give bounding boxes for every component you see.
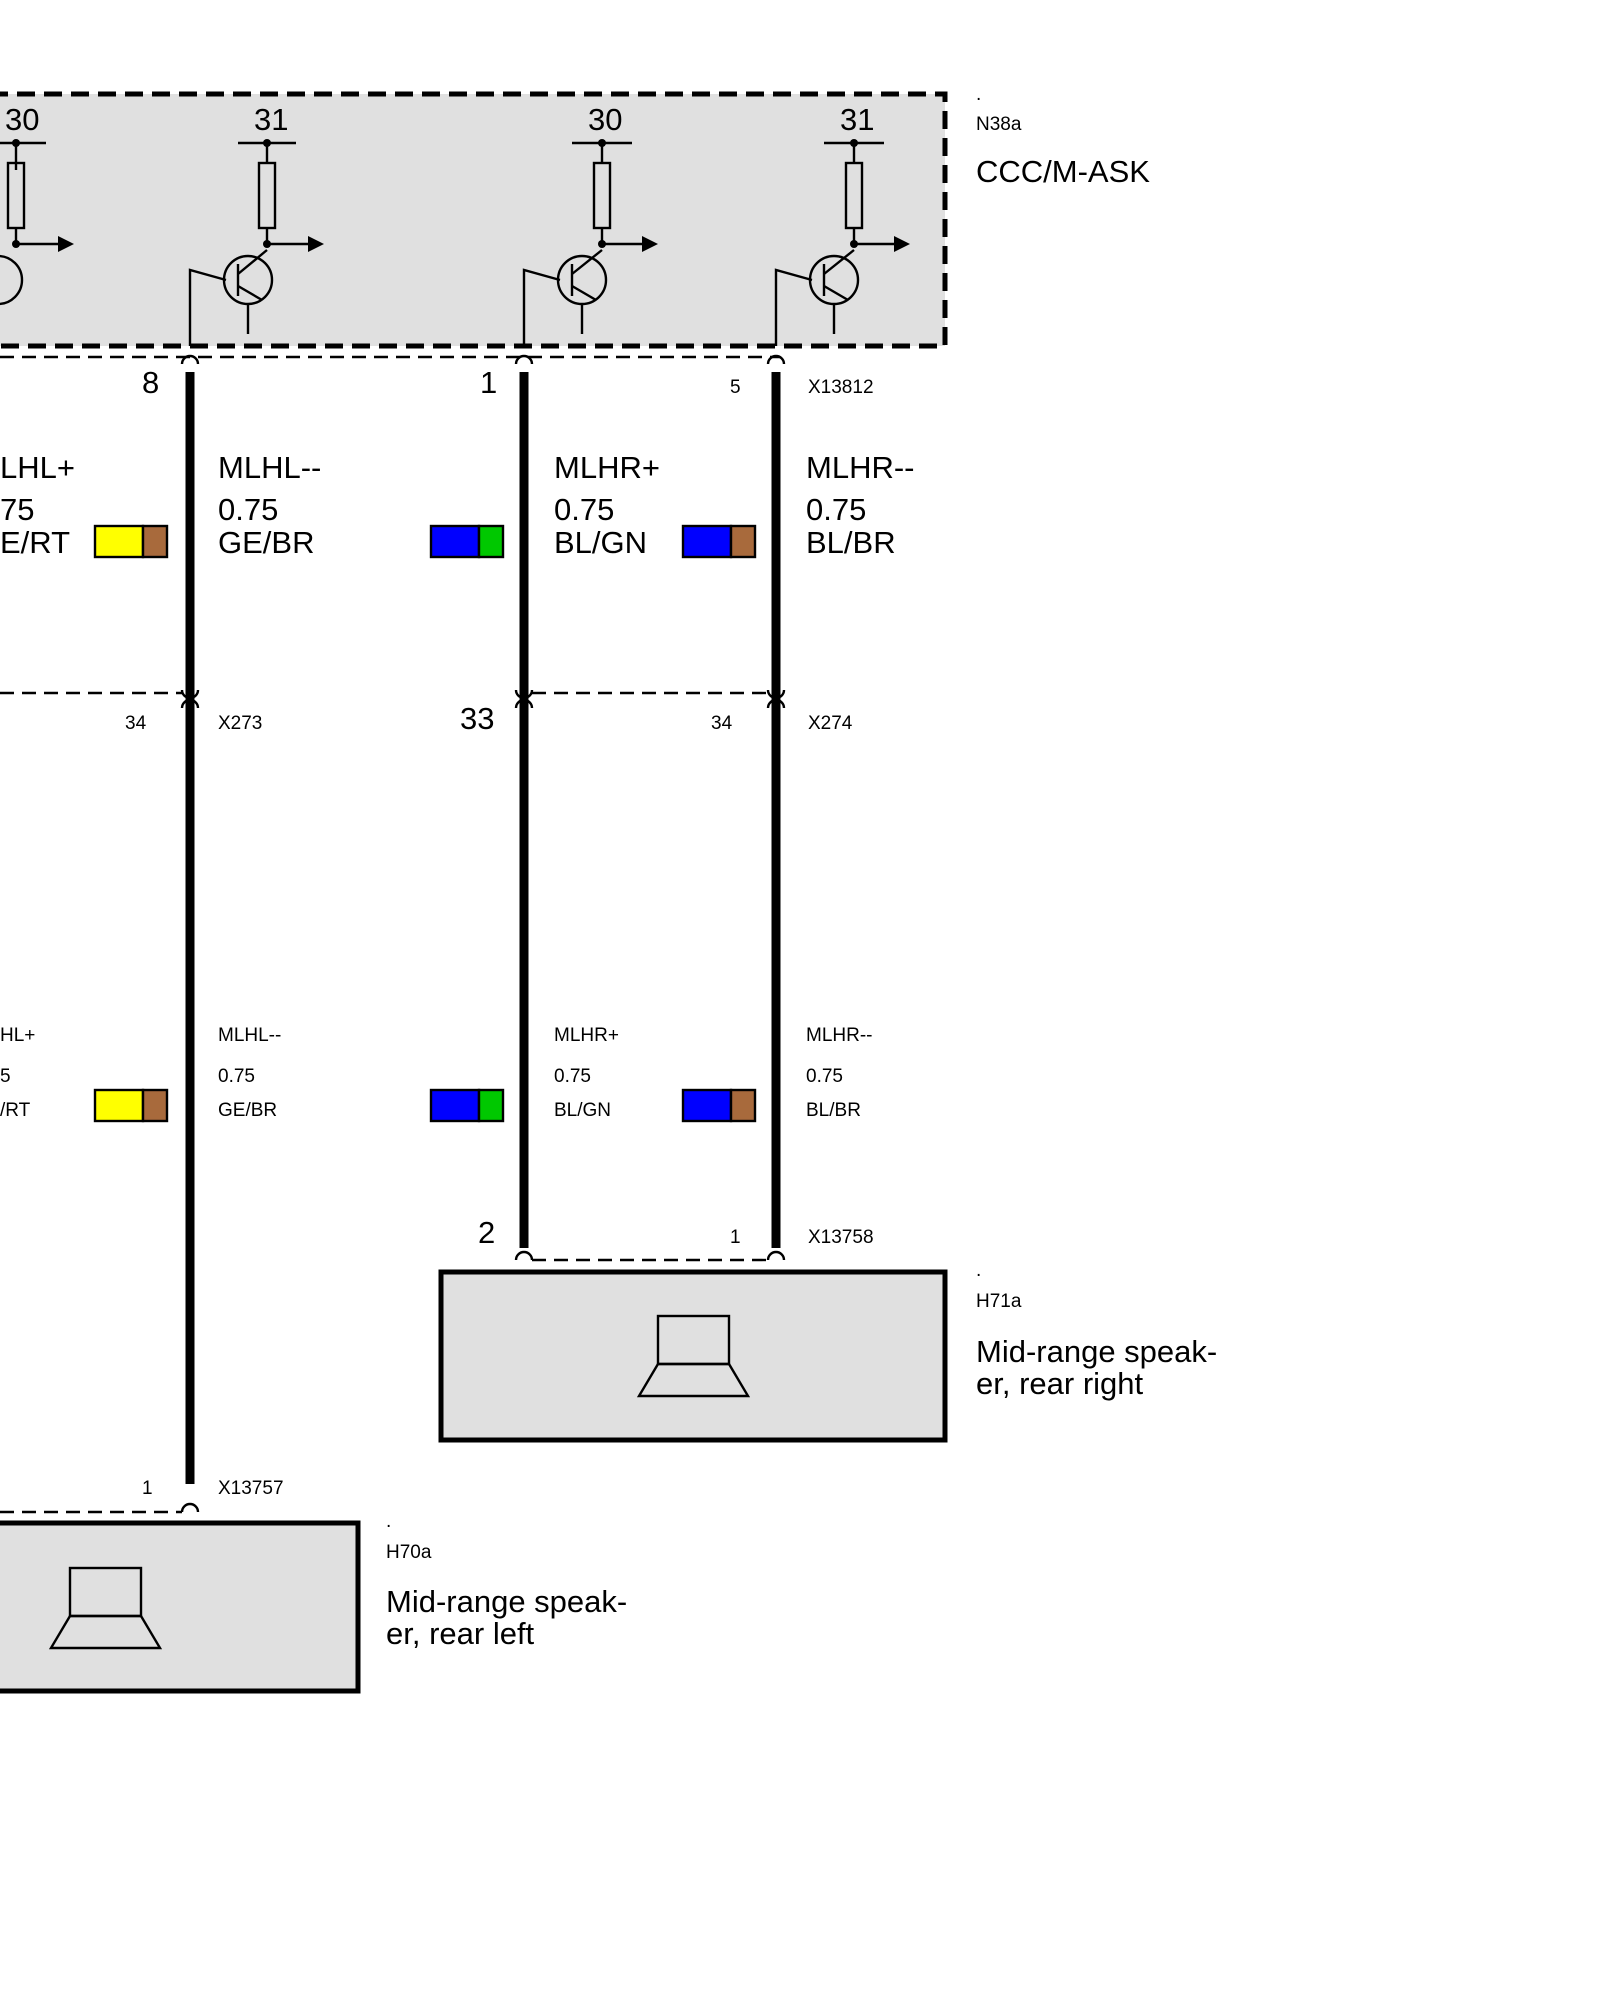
connector-x13757: 1 X13757 xyxy=(0,1478,284,1514)
n38a-dot: . xyxy=(976,84,981,105)
n38a-pin-2-label: 31 xyxy=(254,102,288,137)
upper-wire-4-signal: MLHR-- xyxy=(806,450,915,485)
lower-wire-labels: HL+ 5 /RT MLHL-- 0.75 GE/BR MLHR+ 0.75 B… xyxy=(0,1025,873,1123)
x13758-pin-2: 2 xyxy=(478,1215,495,1250)
x13812-pin-1: 1 xyxy=(480,365,497,400)
output-stage-2: 31 xyxy=(188,102,324,346)
upper-wire-1-code: E/RT xyxy=(0,525,70,560)
n38a-id: N38a xyxy=(976,114,1022,135)
lower-swatch-bl-br-b xyxy=(729,1088,757,1123)
h71a-dot: . xyxy=(976,1260,981,1281)
n38a-pin-3-label: 30 xyxy=(588,102,622,137)
n38a-pin-1-label: 30 xyxy=(5,102,39,137)
upper-wire-2-signal: MLHL-- xyxy=(218,450,321,485)
lower-wire-1-code: /RT xyxy=(0,1100,31,1121)
x13757-id: X13757 xyxy=(218,1478,284,1499)
lower-swatch-ge-br-a xyxy=(93,1088,145,1123)
x273-pin-34: 34 xyxy=(125,713,147,734)
lower-wire-2-gauge: 0.75 xyxy=(218,1066,255,1087)
lower-swatch-bl-br-a xyxy=(681,1088,733,1123)
lower-wire-4-code: BL/BR xyxy=(806,1100,861,1121)
n38a-module: 30 31 xyxy=(0,84,1150,349)
lower-wire-4-gauge: 0.75 xyxy=(806,1066,843,1087)
connector-x273: 34 X273 xyxy=(0,689,262,734)
upper-wire-4-gauge: 0.75 xyxy=(806,492,866,527)
connector-x13812: 8 1 5 X13812 xyxy=(0,354,874,400)
h70a-name-line2: er, rear left xyxy=(386,1616,535,1651)
connector-x274: 33 34 X274 xyxy=(460,689,853,736)
upper-swatch-bl-gn-b xyxy=(477,524,505,559)
output-stage-1: 30 xyxy=(0,102,74,306)
x13758-id: X13758 xyxy=(808,1227,874,1248)
speaker-icon xyxy=(636,1314,751,1398)
h70a-housing xyxy=(0,1520,361,1694)
upper-swatch-bl-br-a xyxy=(681,524,733,559)
upper-wire-2-gauge: 0.75 xyxy=(218,492,278,527)
h71a-name-line2: er, rear right xyxy=(976,1366,1144,1401)
upper-swatch-bl-br-b xyxy=(729,524,757,559)
h70a-id: H70a xyxy=(386,1542,432,1563)
harness-wires xyxy=(185,372,781,1484)
connector-x13758: 2 1 X13758 xyxy=(478,1215,874,1262)
x13758-pin-1: 1 xyxy=(730,1227,741,1248)
n38a-pin-4-label: 31 xyxy=(840,102,874,137)
upper-wire-1-gauge: 75 xyxy=(0,492,34,527)
lower-wire-4-signal: MLHR-- xyxy=(806,1025,873,1046)
lower-swatch-bl-gn-a xyxy=(429,1088,481,1123)
lower-wire-1-signal: HL+ xyxy=(0,1025,35,1046)
upper-wire-1-signal: LHL+ xyxy=(0,450,75,485)
upper-wire-4-code: BL/BR xyxy=(806,525,896,560)
n38a-name: CCC/M-ASK xyxy=(976,154,1150,189)
h70a-dot: . xyxy=(386,1511,391,1532)
upper-swatch-ge-br-a xyxy=(93,524,145,559)
lower-wire-2-code: GE/BR xyxy=(218,1100,277,1121)
lower-wire-1-gauge: 5 xyxy=(0,1066,11,1087)
output-stage-3: 30 xyxy=(522,102,658,346)
h71a-speaker: . H71a Mid-range speak- er, rear right xyxy=(438,1260,1217,1443)
lower-swatch-bl-gn-b xyxy=(477,1088,505,1123)
output-stage-4: 31 xyxy=(774,102,910,346)
x13812-pin-8: 8 xyxy=(142,365,159,400)
upper-swatch-ge-br-b xyxy=(141,524,169,559)
h70a-speaker: . H70a Mid-range speak- er, rear left xyxy=(0,1511,627,1694)
upper-wire-3-code: BL/GN xyxy=(554,525,647,560)
lower-wire-2-signal: MLHL-- xyxy=(218,1025,281,1046)
upper-wire-2-code: GE/BR xyxy=(218,525,314,560)
n38a-housing xyxy=(0,91,948,349)
h70a-name-line1: Mid-range speak- xyxy=(386,1584,627,1619)
x13812-id: X13812 xyxy=(808,377,874,398)
x13812-pin-5: 5 xyxy=(730,377,741,398)
lower-wire-3-signal: MLHR+ xyxy=(554,1025,619,1046)
h71a-name-line1: Mid-range speak- xyxy=(976,1334,1217,1369)
x273-id: X273 xyxy=(218,713,262,734)
upper-swatch-bl-gn-a xyxy=(429,524,481,559)
upper-wire-3-gauge: 0.75 xyxy=(554,492,614,527)
upper-wire-3-signal: MLHR+ xyxy=(554,450,660,485)
lower-wire-3-gauge: 0.75 xyxy=(554,1066,591,1087)
upper-wire-labels: LHL+ 75 E/RT MLHL-- 0.75 GE/BR MLHR+ 0.7… xyxy=(0,450,915,560)
speaker-icon xyxy=(48,1566,163,1650)
x13757-pin-1: 1 xyxy=(142,1478,153,1499)
lower-wire-3-code: BL/GN xyxy=(554,1100,611,1121)
h71a-id: H71a xyxy=(976,1291,1022,1312)
x274-pin-33: 33 xyxy=(460,701,494,736)
lower-swatch-ge-br-b xyxy=(141,1088,169,1123)
h71a-housing xyxy=(438,1269,948,1443)
x274-pin-34: 34 xyxy=(711,713,733,734)
x274-id: X274 xyxy=(808,713,853,734)
